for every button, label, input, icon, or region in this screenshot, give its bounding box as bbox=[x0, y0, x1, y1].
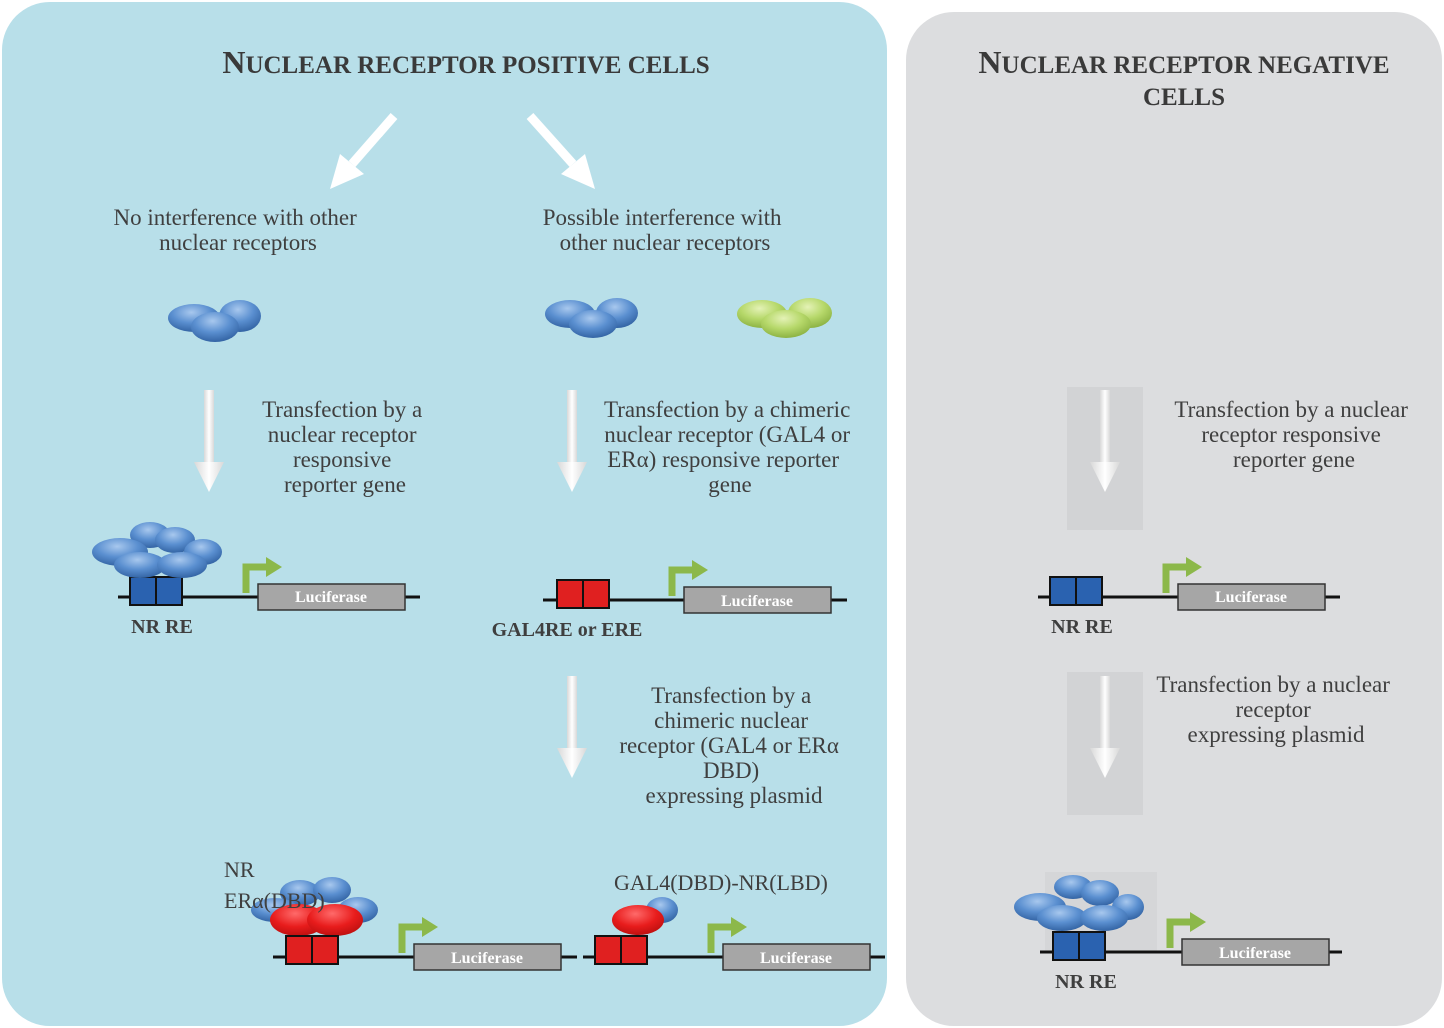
nr-complex-icon bbox=[92, 522, 222, 578]
promoter-arrow-icon-3 bbox=[1162, 557, 1202, 593]
response-element-box-6 bbox=[1052, 931, 1080, 961]
arrow-down-icon-negative-2 bbox=[1090, 676, 1120, 778]
nuclear-receptor-blue-icon bbox=[168, 300, 261, 342]
luciferase-box-6 bbox=[1181, 938, 1330, 966]
svg-text:Luciferase: Luciferase bbox=[295, 589, 367, 606]
nr-re-label-negative-2: NR RE bbox=[1055, 971, 1117, 993]
promoter-arrow-icon-6 bbox=[1166, 912, 1206, 948]
nr-complex-icon-2 bbox=[251, 877, 378, 923]
response-element-box-red bbox=[556, 579, 584, 609]
era-dbd-icon bbox=[270, 904, 363, 936]
luciferase-box-3 bbox=[1177, 583, 1326, 611]
reporter-construct-negative: Luciferase NR RE bbox=[1038, 557, 1340, 638]
promoter-arrow-icon-4 bbox=[398, 917, 438, 953]
arrow-down-icon-negative bbox=[1090, 390, 1120, 492]
response-element-box-3 bbox=[1049, 576, 1077, 606]
other-nuclear-receptor-green-icon bbox=[737, 298, 832, 338]
gal4-nr-fusion-label: GAL4(DBD)-NR(LBD) bbox=[614, 870, 828, 895]
promoter-arrow-icon-5 bbox=[707, 917, 747, 953]
svg-text:Luciferase: Luciferase bbox=[760, 950, 832, 967]
arrow-down-icon-right bbox=[557, 390, 587, 492]
negative-cells-panel bbox=[906, 12, 1442, 1026]
gal4re-or-ere-label: GAL4RE or ERE bbox=[492, 619, 643, 641]
transfection-text-negative-2: Transfection by a nuclear receptor expre… bbox=[1156, 672, 1395, 747]
response-element-box-4 bbox=[285, 935, 313, 965]
response-element-box-5 bbox=[594, 935, 622, 965]
reporter-construct-gal4re: Luciferase GAL4RE or ERE bbox=[492, 560, 847, 641]
negative-panel-title-line2: CELLS bbox=[1143, 84, 1225, 111]
possible-interference-caption: Possible interference with other nuclear… bbox=[543, 205, 788, 255]
no-interference-caption: No interference with other nuclear recep… bbox=[113, 205, 362, 255]
positive-panel-title: NUCLEAR RECEPTOR POSITIVE CELLS bbox=[222, 44, 709, 80]
positive-cells-panel bbox=[2, 2, 887, 1026]
luciferase-box-2 bbox=[683, 586, 832, 614]
transfection-text-left: Transfection by a nuclear receptor respo… bbox=[262, 397, 428, 497]
arrow-down-icon-left bbox=[194, 390, 224, 492]
svg-text:Luciferase: Luciferase bbox=[1215, 589, 1287, 606]
svg-text:Luciferase: Luciferase bbox=[451, 950, 523, 967]
gal4-nr-fusion-icon bbox=[612, 897, 678, 935]
arrow-down-right-icon bbox=[526, 112, 595, 189]
response-element-box bbox=[129, 576, 157, 606]
arrow-down-icon-right-2 bbox=[557, 676, 587, 778]
promoter-arrow-icon-2 bbox=[668, 560, 708, 596]
reporter-construct-gal4-fusion: GAL4(DBD)-NR(LBD) Luciferase bbox=[583, 870, 885, 971]
negative-panel-title: NUCLEAR RECEPTOR NEGATIVE bbox=[978, 44, 1389, 80]
transfection-text-right-2: Transfection by a chimeric nuclear recep… bbox=[619, 683, 844, 808]
nr-re-label-negative: NR RE bbox=[1051, 616, 1113, 638]
arrow-down-left-icon bbox=[330, 113, 398, 189]
nr-label: NR bbox=[224, 857, 255, 882]
luciferase-box-4 bbox=[413, 943, 562, 971]
luciferase-box-5 bbox=[722, 943, 871, 971]
promoter-arrow-icon bbox=[242, 557, 282, 593]
transfection-text-right: Transfection by a chimeric nuclear recep… bbox=[604, 397, 856, 497]
era-dbd-label: ERα(DBD) bbox=[224, 888, 325, 913]
reporter-construct-nr-era: NR ERα(DBD) Luciferase bbox=[224, 857, 577, 971]
transfection-text-negative: Transfection by a nuclear receptor respo… bbox=[1174, 397, 1413, 472]
nuclear-receptor-blue-icon-2 bbox=[545, 298, 638, 338]
luciferase-box bbox=[257, 583, 406, 611]
reporter-construct-nr-re: Luciferase NR RE bbox=[92, 522, 420, 638]
nr-complex-icon-3 bbox=[1014, 875, 1144, 931]
svg-text:Luciferase: Luciferase bbox=[721, 593, 793, 610]
reporter-construct-negative-2: Luciferase NR RE bbox=[1014, 872, 1342, 993]
svg-text:Luciferase: Luciferase bbox=[1219, 945, 1291, 962]
nr-re-label: NR RE bbox=[131, 616, 193, 638]
